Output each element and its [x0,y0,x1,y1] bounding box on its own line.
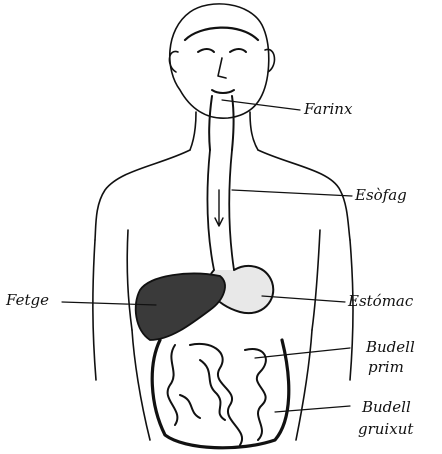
torso-left [132,330,150,440]
small-intestine [168,344,266,445]
esophagus-arrow [215,190,223,226]
liver [136,274,225,340]
hair-line [185,28,258,40]
right-eye [230,49,246,52]
label-esophagus: Esòfag [354,186,407,204]
right-arm-outer [350,240,353,380]
label-small-intestine-line2: prim [368,358,404,376]
neck-left [190,112,196,150]
right-ear [265,49,274,72]
head-outline [170,4,269,118]
nose [218,58,226,78]
mouth [212,90,234,93]
label-small-intestine-line1: Budell [365,338,415,356]
label-pharynx: Farinx [303,100,353,118]
label-liver: Fetge [5,291,49,309]
right-arm-inner [312,230,320,330]
leader-esophagus [232,190,352,196]
label-large-intestine-line2: gruixut [358,420,414,438]
neck-right [250,112,258,150]
torso-right [296,330,312,440]
pharynx [209,96,233,150]
esophagus [207,150,234,270]
left-eye [198,49,214,52]
left-arm-inner [127,230,132,330]
leader-small-intestine [255,348,350,358]
left-arm-outer [93,240,96,380]
label-stomach: Estómac [347,292,414,310]
label-large-intestine-line1: Budell [361,398,411,416]
left-shoulder [95,150,190,240]
leader-stomach [262,296,345,302]
